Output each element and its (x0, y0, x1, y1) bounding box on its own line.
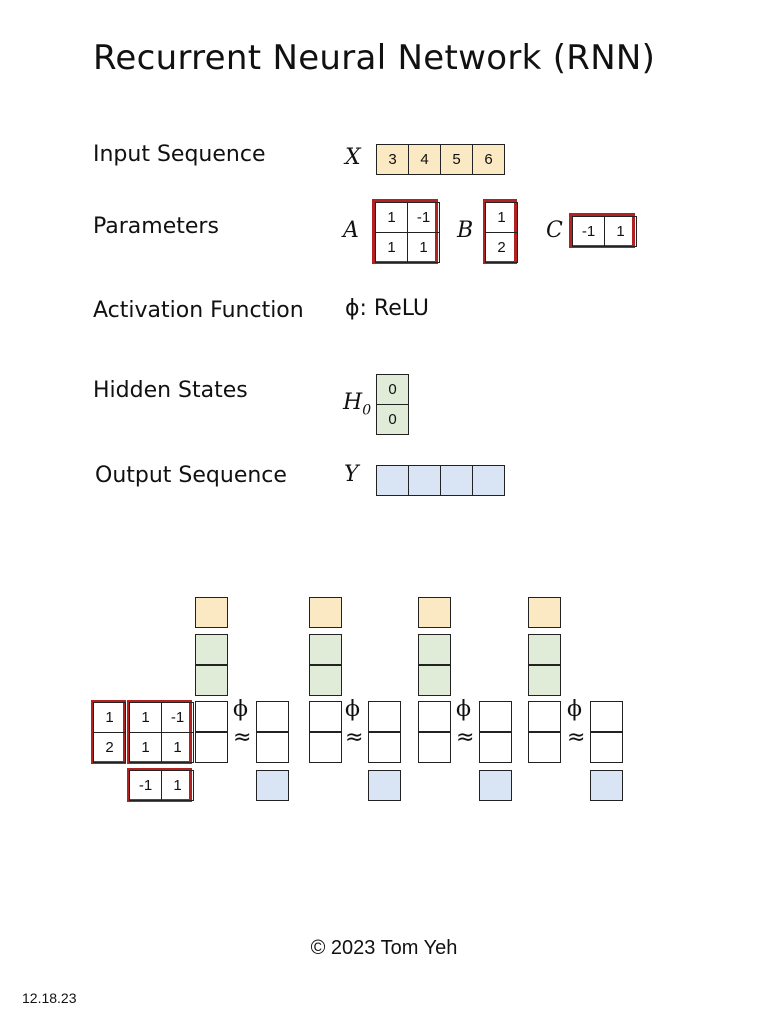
page-title: Recurrent Neural Network (RNN) (93, 38, 656, 78)
y-cell (376, 465, 409, 496)
step4-approx-symbol: ≈ (567, 725, 586, 750)
step1-pre-activation-cell (195, 732, 228, 763)
step4-pre-activation-cell (528, 701, 561, 732)
step4-x-cell (528, 597, 561, 628)
bottom-a-cell: 1 (129, 732, 162, 763)
step1-h-prev-cell (195, 634, 228, 665)
bottom-a-cell: 1 (161, 732, 194, 763)
step4-h-cell (590, 732, 623, 763)
copyright-text: © 2023 Tom Yeh (310, 937, 458, 959)
c-cell: -1 (572, 216, 605, 247)
h-symbol-letter: H (343, 390, 363, 415)
x-cell: 3 (376, 144, 409, 175)
step2-pre-activation-cell (309, 732, 342, 763)
step4-h-cell (590, 701, 623, 732)
step3-pre-activation-cell (418, 701, 451, 732)
parameters-label: Parameters (93, 214, 219, 239)
x-cell: 4 (408, 144, 441, 175)
step3-h-prev-cell (418, 634, 451, 665)
step3-h-prev-cell (418, 665, 451, 696)
step4-y-cell (590, 770, 623, 801)
step3-phi-symbol: ϕ (456, 697, 471, 722)
step1-h-prev-cell (195, 665, 228, 696)
bottom-a-matrix: 1 -1 1 1 (129, 702, 194, 763)
step4-h-prev-cell (528, 665, 561, 696)
bottom-a-cell: 1 (129, 702, 162, 733)
activation-function-label: Activation Function (93, 298, 304, 323)
step1-h-cell (256, 732, 289, 763)
a-cell: 1 (407, 232, 440, 263)
bottom-c-matrix: -1 1 (129, 770, 194, 801)
step2-x-cell (309, 597, 342, 628)
step2-h-cell (368, 732, 401, 763)
bottom-c-cell: 1 (161, 770, 194, 801)
x-cell: 5 (440, 144, 473, 175)
c-cell: 1 (604, 216, 637, 247)
step3-pre-activation-cell (418, 732, 451, 763)
step2-y-cell (368, 770, 401, 801)
step3-h-cell (479, 701, 512, 732)
y-symbol: Y (344, 462, 359, 487)
b-cell: 1 (485, 202, 518, 233)
y-cell (408, 465, 441, 496)
bottom-b-cell: 2 (93, 732, 126, 763)
step2-pre-activation-cell (309, 701, 342, 732)
step4-phi-symbol: ϕ (567, 697, 582, 722)
x-cell: 6 (472, 144, 505, 175)
step2-h-prev-cell (309, 634, 342, 665)
h0-cell: 0 (376, 374, 409, 405)
b-symbol: B (457, 218, 474, 243)
b-matrix: 1 2 (485, 202, 518, 263)
c-symbol: C (546, 218, 563, 243)
step2-h-prev-cell (309, 665, 342, 696)
step1-phi-symbol: ϕ (233, 697, 248, 722)
step1-approx-symbol: ≈ (233, 725, 252, 750)
step1-y-cell (256, 770, 289, 801)
y-cell (472, 465, 505, 496)
step3-approx-symbol: ≈ (456, 725, 475, 750)
h-subscript: 0 (362, 402, 372, 419)
hidden-states-label: Hidden States (93, 378, 248, 403)
step2-h-cell (368, 701, 401, 732)
bottom-b-cell: 1 (93, 702, 126, 733)
step3-h-cell (479, 732, 512, 763)
step4-pre-activation-cell (528, 732, 561, 763)
a-symbol: A (343, 218, 359, 243)
a-matrix: 1 -1 1 1 (375, 202, 440, 263)
x-symbol: X (345, 145, 361, 170)
input-sequence-label: Input Sequence (93, 142, 266, 167)
a-cell: -1 (407, 202, 440, 233)
activation-value: ϕ: ReLU (345, 296, 430, 321)
h0-vector: 0 0 (376, 374, 409, 435)
b-cell: 2 (485, 232, 518, 263)
h0-symbol: H0 (343, 390, 371, 418)
step1-h-cell (256, 701, 289, 732)
step2-phi-symbol: ϕ (345, 697, 360, 722)
bottom-a-cell: -1 (161, 702, 194, 733)
y-cell (440, 465, 473, 496)
output-sequence-vector (376, 465, 505, 496)
output-sequence-label: Output Sequence (95, 463, 287, 488)
c-matrix: -1 1 (572, 216, 637, 247)
bottom-b-matrix: 1 2 (93, 702, 126, 763)
step2-approx-symbol: ≈ (345, 725, 364, 750)
bottom-c-cell: -1 (129, 770, 162, 801)
h0-cell: 0 (376, 404, 409, 435)
step1-x-cell (195, 597, 228, 628)
input-sequence-vector: 3 4 5 6 (376, 144, 505, 175)
step3-y-cell (479, 770, 512, 801)
step1-pre-activation-cell (195, 701, 228, 732)
step4-h-prev-cell (528, 634, 561, 665)
date-text: 12.18.23 (22, 990, 77, 1006)
a-cell: 1 (375, 202, 408, 233)
a-cell: 1 (375, 232, 408, 263)
step3-x-cell (418, 597, 451, 628)
